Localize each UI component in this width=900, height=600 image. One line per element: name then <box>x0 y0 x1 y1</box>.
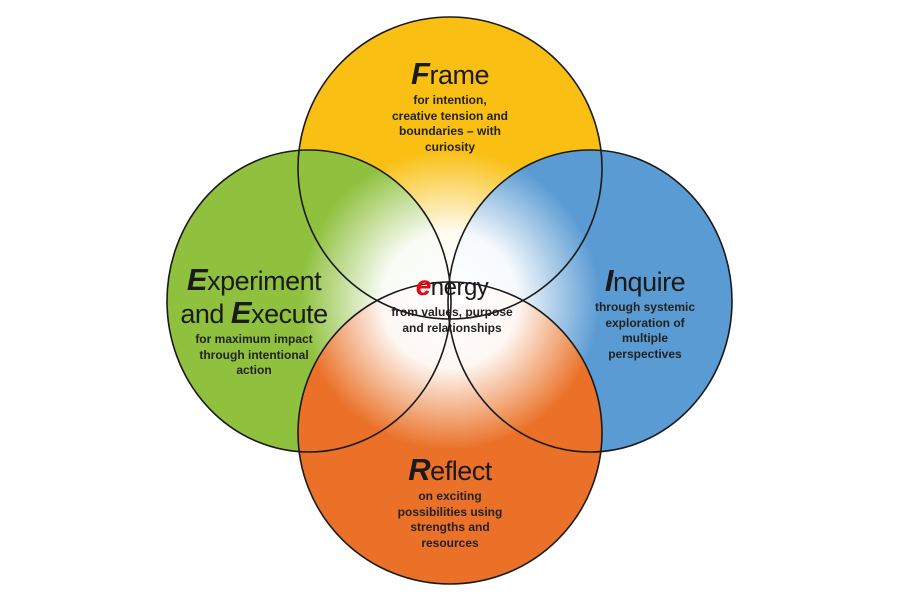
inquire-title: Inquire <box>595 265 695 298</box>
desc-line: boundaries – with <box>398 124 502 138</box>
energy-label: energy from values, purpose and relation… <box>391 270 512 336</box>
inquire-cap: I <box>604 263 614 298</box>
desc-line: possibilities using <box>397 504 503 519</box>
desc-line: through intentional <box>199 347 309 362</box>
desc-line: action <box>236 363 272 377</box>
reflect-desc: on exciting possibilities using strength… <box>398 489 503 551</box>
desc-line: from values, purpose <box>391 305 513 319</box>
desc-line: curiosity <box>424 139 476 154</box>
energy-desc: from values, purpose and relationships <box>391 305 512 336</box>
desc-line: on exciting <box>418 489 482 503</box>
desc-line: creative tension and <box>391 108 509 123</box>
desc-line: resources <box>421 535 479 550</box>
experiment-rest: xperiment <box>207 266 322 296</box>
desc-line: through systemic <box>594 300 696 314</box>
energy-glow <box>300 150 600 450</box>
reflect-rest: eflect <box>430 456 492 486</box>
frame-desc: for intention, creative tension and boun… <box>392 93 508 155</box>
execute-cap: E <box>230 295 252 330</box>
experiment-cap: E <box>186 262 208 297</box>
desc-line: strengths and <box>410 520 490 534</box>
frame-rest: rame <box>429 60 489 90</box>
desc-line: exploration of <box>605 315 685 330</box>
frame-cap: F <box>411 56 430 91</box>
experiment-desc: for maximum impact through intentional a… <box>180 332 327 379</box>
reflect-cap: R <box>408 452 431 487</box>
execute-title: and Execute <box>180 295 328 330</box>
desc-line: perspectives <box>608 346 682 361</box>
inquire-rest: nquire <box>613 267 686 297</box>
inquire-desc: through systemic exploration of multiple… <box>595 300 695 362</box>
inquire-label: Inquire through systemic exploration of … <box>595 265 695 362</box>
energy-rest: nergy <box>430 274 489 301</box>
frame-label: Frame for intention, creative tension an… <box>392 58 508 155</box>
reflect-label: Reflect on exciting possibilities using … <box>398 454 503 551</box>
circle-outlines <box>166 16 733 585</box>
and-word: and <box>180 299 231 329</box>
execute-rest: xecute <box>251 299 328 329</box>
frame-title: Frame <box>392 58 508 91</box>
energy-cap: e <box>415 270 432 301</box>
desc-line: for maximum impact <box>195 332 313 346</box>
desc-line: for intention, <box>413 93 487 107</box>
reflect-title: Reflect <box>398 454 503 487</box>
energy-title: energy <box>391 270 512 303</box>
desc-line: and relationships <box>402 320 502 335</box>
desc-line: multiple <box>621 331 668 345</box>
experiment-title: Experiment <box>180 264 327 297</box>
experiment-label: Experiment and Execute for maximum impac… <box>180 264 328 379</box>
